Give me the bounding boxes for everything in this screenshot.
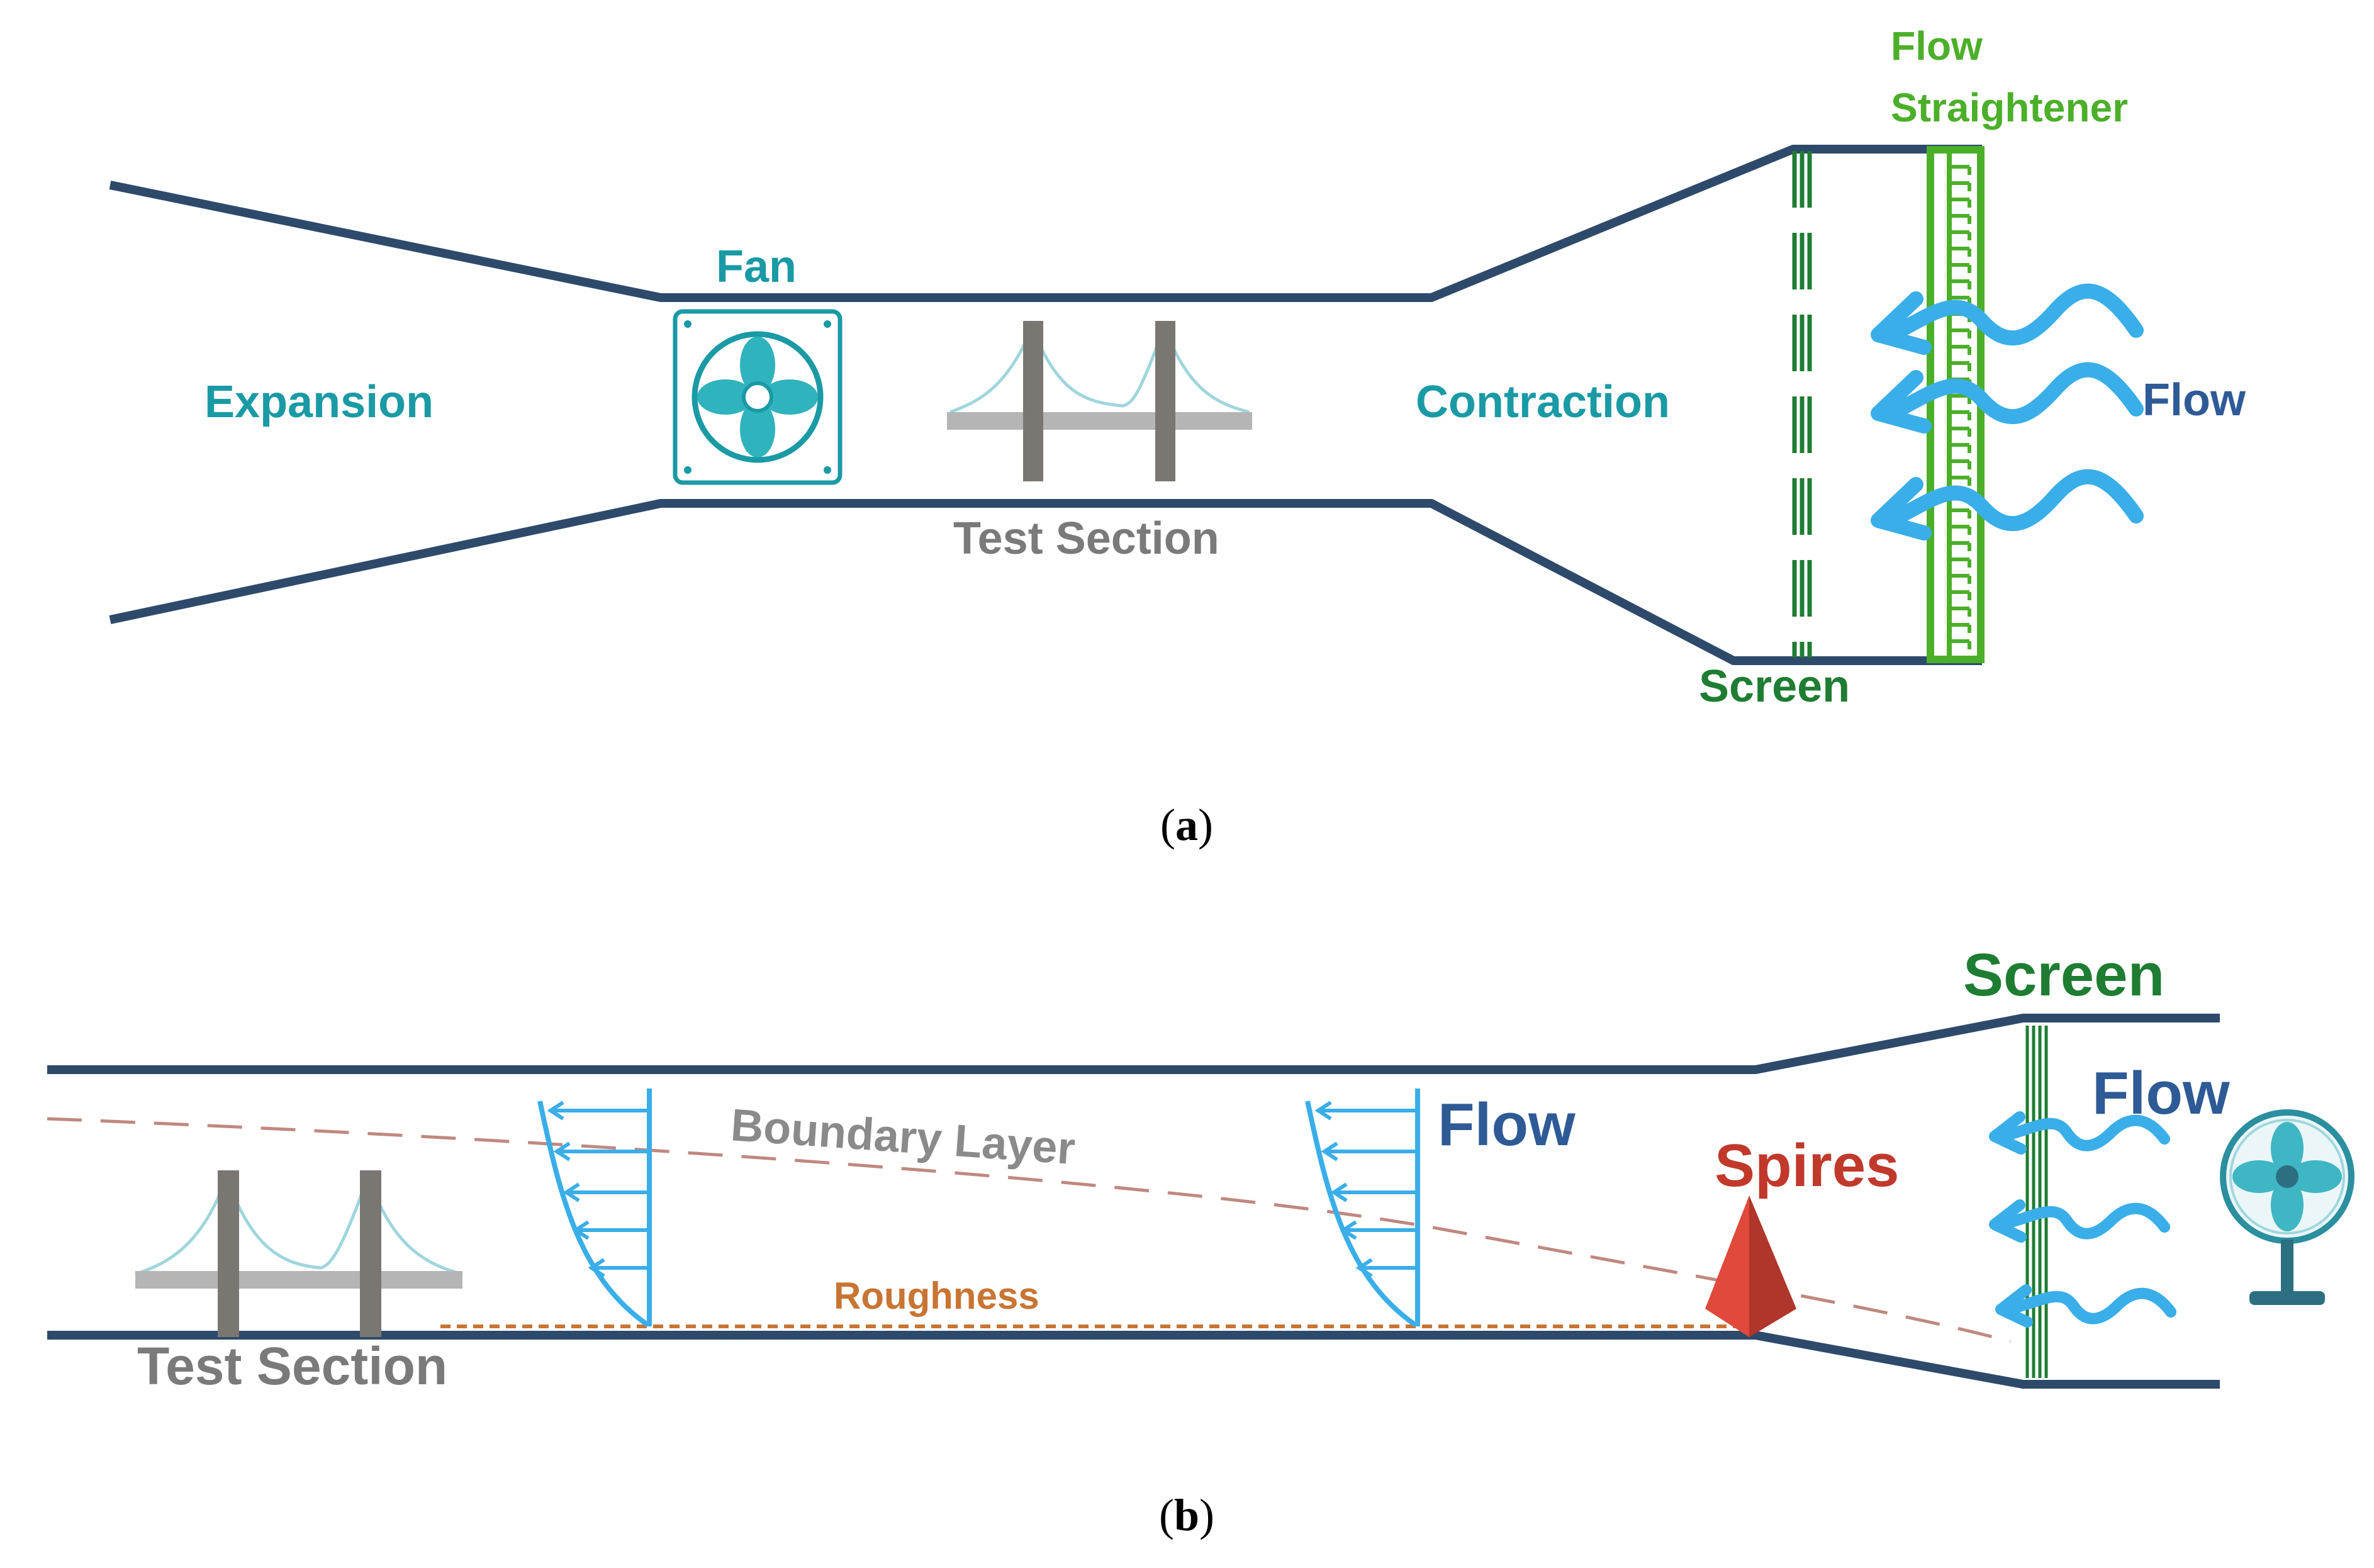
- screen-label-b: Screen: [1963, 941, 2164, 1009]
- bridge-icon: [947, 321, 1252, 481]
- spire-icon: [1705, 1196, 1796, 1337]
- flow-arrow-icon: [1871, 283, 2144, 355]
- test-section-label-b: Test Section: [137, 1336, 447, 1396]
- panel-b: Test Section Boundary Layer Roughness Fl…: [47, 941, 2354, 1540]
- flow-label-b: Flow: [2092, 1060, 2230, 1127]
- expansion-label: Expansion: [204, 377, 434, 427]
- flow-arrow-icon: [1871, 469, 2144, 540]
- spires-label: Spires: [1715, 1132, 1899, 1199]
- fan-icon: [673, 309, 843, 485]
- bridge-icon: [135, 1170, 463, 1337]
- duct-outline-a: [109, 145, 1982, 665]
- flow-straightener-label-line2: Straightener: [1891, 85, 2128, 130]
- screen-label-a: Screen: [1699, 661, 1850, 712]
- boundary-layer-label: Boundary Layer: [729, 1100, 1077, 1174]
- duct-outline-b: [47, 1014, 2220, 1389]
- screen-b: [2025, 1026, 2048, 1378]
- contraction-label: Contraction: [1416, 377, 1670, 427]
- flow-straightener: [1927, 146, 1985, 663]
- flow-arrows-a: [1871, 283, 2144, 540]
- flow-label-profile: Flow: [1438, 1091, 1576, 1158]
- caption-a: (a): [1160, 800, 1213, 850]
- desk-fan-icon: [2220, 1109, 2354, 1305]
- velocity-profile-2: [1305, 1089, 1420, 1328]
- flow-arrow-icon: [1989, 1111, 2170, 1155]
- fan-label: Fan: [716, 242, 797, 292]
- panel-a: Expansion Fan Test Section Contraction F…: [109, 23, 2246, 850]
- flow-arrow-icon: [1989, 1199, 2170, 1243]
- velocity-profile-1: [537, 1089, 652, 1328]
- test-section-label-a: Test Section: [953, 513, 1219, 564]
- roughness-label: Roughness: [834, 1275, 1039, 1317]
- flow-arrow-icon: [1995, 1284, 2176, 1328]
- flow-arrows-b: [1989, 1111, 2176, 1328]
- flow-straightener-label-line1: Flow: [1891, 23, 1983, 69]
- caption-b: (b): [1159, 1490, 1214, 1540]
- screen-a: [1792, 151, 1812, 658]
- flow-arrow-icon: [1871, 362, 2144, 434]
- boundary-layer-line: [47, 1117, 2011, 1343]
- flow-label-a: Flow: [2142, 375, 2246, 425]
